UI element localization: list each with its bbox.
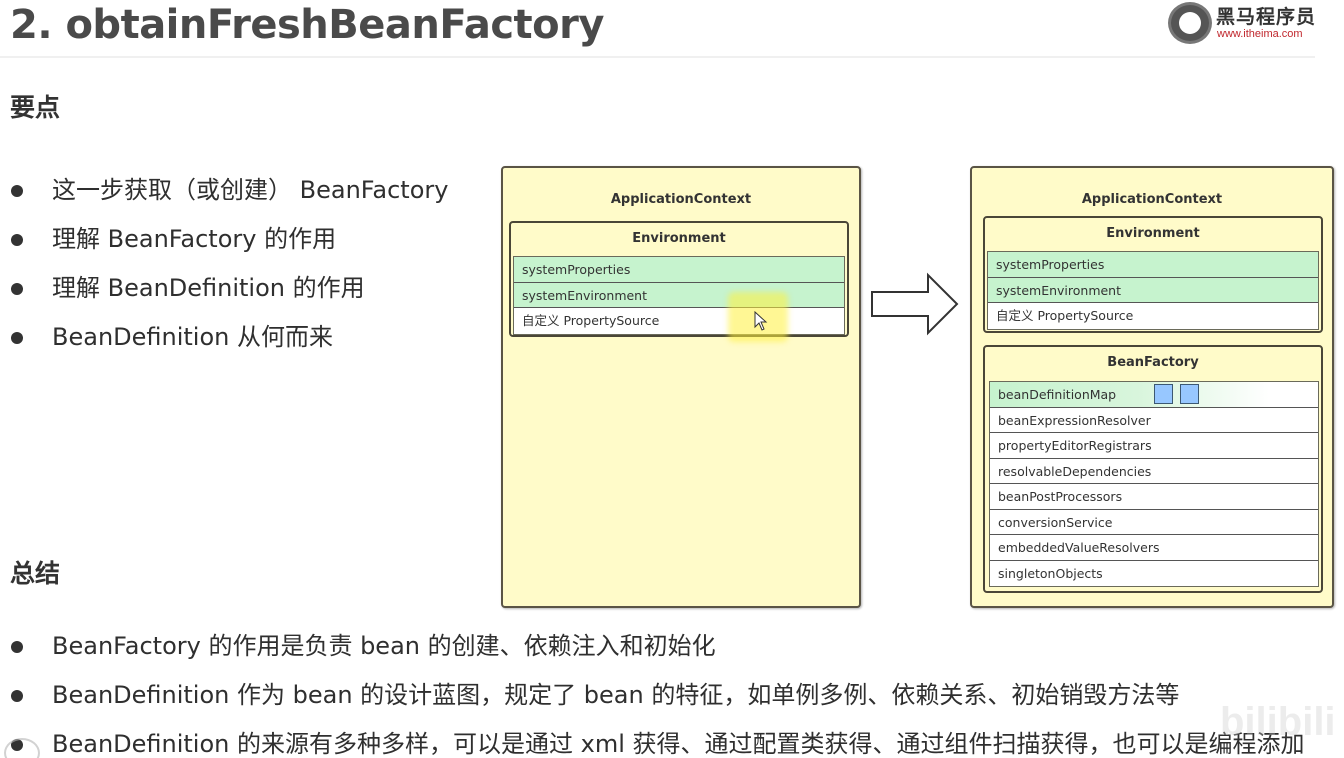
env-row-custom-property-source: 自定义 PropertySource [988, 303, 1318, 329]
bf-row-bean-post-processors: beanPostProcessors [990, 484, 1318, 510]
bf-row-embedded-value-resolvers: embeddedValueResolvers [990, 535, 1318, 561]
env-row-system-properties: systemProperties [514, 257, 844, 283]
environment-box: Environment systemProperties systemEnvir… [509, 221, 849, 337]
title-divider [0, 56, 1315, 58]
bullet-icon [11, 641, 23, 653]
environment-title: Environment [1106, 226, 1200, 241]
player-badge-icon [4, 738, 40, 758]
key-points-heading: 要点 [10, 93, 61, 122]
bullet-icon [11, 332, 23, 344]
summary-list: BeanFactory 的作用是负责 bean 的创建、依赖注入和初始化 Bea… [0, 631, 1305, 758]
bf-row-conversion-service: conversionService [990, 509, 1318, 535]
bilibili-watermark: bilibili [1220, 700, 1336, 744]
page-title: 2. obtainFreshBeanFactory [10, 2, 604, 48]
environment-rows: systemProperties systemEnvironment 自定义 P… [987, 251, 1319, 330]
summary-heading: 总结 [10, 559, 61, 588]
list-item: BeanDefinition 的来源有多种多样，可以是通过 xml 获得、通过配… [0, 729, 1305, 758]
environment-rows: systemProperties systemEnvironment 自定义 P… [513, 256, 845, 335]
bf-row-resolvable-dependencies: resolvableDependencies [990, 458, 1318, 484]
bf-row-bean-expression-resolver: beanExpressionResolver [990, 407, 1318, 433]
list-item: BeanDefinition 从何而来 [0, 322, 448, 371]
bullet-icon [11, 185, 23, 197]
env-row-custom-property-source: 自定义 PropertySource [514, 308, 844, 334]
bean-factory-box: BeanFactory beanDefinitionMap beanExpres… [983, 345, 1323, 593]
env-row-system-environment: systemEnvironment [988, 277, 1318, 303]
logo-name: 黑马程序员 [1216, 6, 1317, 28]
bf-row-bean-definition-map: beanDefinitionMap [990, 382, 1318, 408]
key-points-list: 这一步获取（或创建） BeanFactory 理解 BeanFactory 的作… [0, 175, 448, 371]
right-arrow-icon [871, 272, 959, 336]
brand-logo: 黑马程序员 www.itheima.com [1168, 2, 1318, 44]
bean-definition-square [1154, 384, 1173, 404]
list-item: 这一步获取（或创建） BeanFactory [0, 175, 448, 224]
list-item: BeanFactory 的作用是负责 bean 的创建、依赖注入和初始化 [0, 631, 1305, 680]
env-row-system-properties: systemProperties [988, 252, 1318, 278]
application-context-before: ApplicationContext Environment systemPro… [501, 166, 861, 608]
list-item: 理解 BeanDefinition 的作用 [0, 273, 448, 322]
bean-factory-title: BeanFactory [1107, 355, 1199, 370]
environment-title: Environment [632, 231, 726, 246]
list-item: 理解 BeanFactory 的作用 [0, 224, 448, 273]
bf-row-singleton-objects: singletonObjects [990, 560, 1318, 586]
horse-head-icon [1168, 2, 1212, 44]
application-context-after: ApplicationContext Environment systemPro… [970, 166, 1334, 608]
application-context-title: ApplicationContext [610, 192, 752, 207]
logo-url: www.itheima.com [1217, 28, 1303, 40]
bf-row-property-editor-registrars: propertyEditorRegistrars [990, 433, 1318, 459]
bullet-icon [11, 283, 23, 295]
bullet-icon [11, 690, 23, 702]
bullet-icon [11, 234, 23, 246]
bean-factory-rows: beanDefinitionMap beanExpressionResolver… [989, 381, 1319, 587]
bean-definition-square [1180, 384, 1199, 404]
application-context-title: ApplicationContext [1081, 192, 1223, 207]
env-row-system-environment: systemEnvironment [514, 282, 844, 308]
list-item: BeanDefinition 作为 bean 的设计蓝图，规定了 bean 的特… [0, 680, 1305, 729]
environment-box: Environment systemProperties systemEnvir… [983, 216, 1323, 333]
mouse-cursor-icon [754, 311, 768, 331]
